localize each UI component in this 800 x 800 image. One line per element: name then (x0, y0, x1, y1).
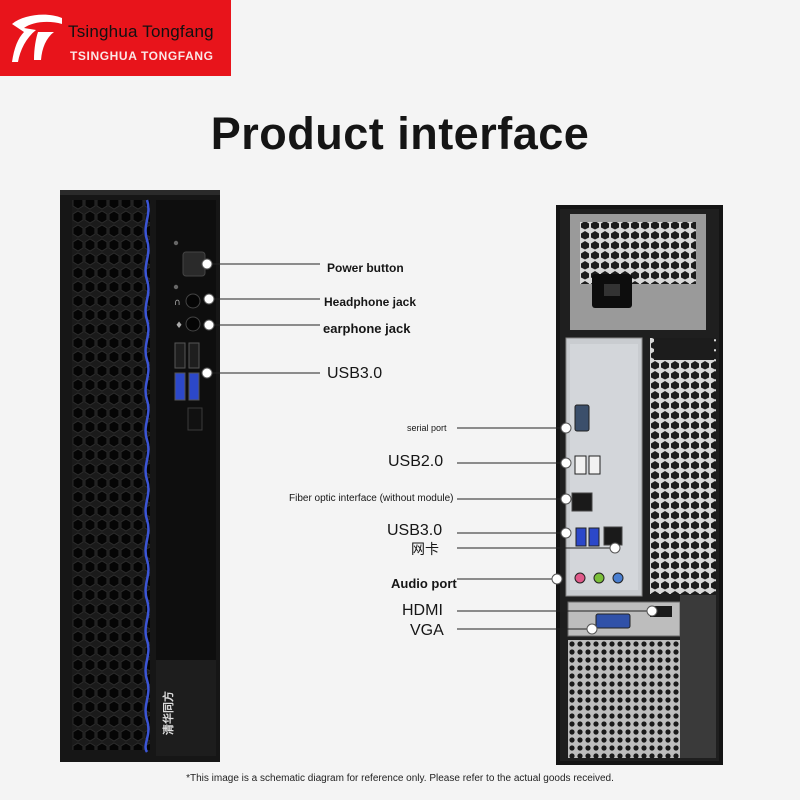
label-power-button: Power button (327, 261, 404, 275)
audio-port-pink (574, 572, 586, 584)
earphone-port (185, 316, 201, 332)
label-audio-port: Audio port (391, 576, 457, 591)
footnote: *This image is a schematic diagram for r… (186, 773, 614, 784)
rear-usb2-port-1 (574, 455, 587, 475)
front-usb-port-2 (188, 342, 200, 369)
logo-swoosh-icon (12, 14, 62, 62)
label-fiber-interface: Fiber optic interface (without module) (289, 493, 454, 504)
rear-usb3-port-2 (588, 527, 600, 547)
label-usb30-front: USB3.0 (327, 365, 383, 382)
brand-logo: Tsinghua Tongfang TSINGHUA TONGFANG (0, 0, 231, 76)
headphone-port (185, 293, 201, 309)
label-hdmi: HDMI (402, 602, 443, 619)
page-title: Product interface (210, 108, 590, 159)
hdmi-port (650, 606, 672, 617)
label-earphone-jack: earphone jack (323, 321, 411, 336)
audio-port-green (593, 572, 605, 584)
label-vga: VGA (410, 622, 444, 639)
front-usb-port-1 (174, 342, 186, 369)
front-usb3-port-1 (174, 372, 186, 401)
label-serial-port: serial port (407, 423, 447, 433)
audio-port-blue (612, 572, 624, 584)
mic-icon: ♦ (175, 321, 183, 331)
fiber-port (571, 492, 593, 512)
label-usb20: USB2.0 (388, 453, 444, 470)
headphone-icon: ∩ (174, 298, 181, 308)
label-usb30-rear: USB3.0 (387, 522, 443, 539)
front-mesh (72, 200, 150, 750)
front-usb3-port-2 (188, 372, 200, 401)
vga-port (595, 613, 631, 629)
tower-logo: 清华同方 (161, 691, 175, 735)
label-nic: 网卡 (411, 541, 439, 557)
blue-accent-line (144, 199, 150, 753)
rear-usb2-port-2 (588, 455, 601, 475)
brand-name-primary: Tsinghua Tongfang (68, 22, 214, 41)
label-headphone-jack: Headphone jack (324, 295, 417, 309)
rear-usb3-port-1 (575, 527, 587, 547)
lan-port (603, 526, 623, 546)
serial-port (574, 404, 590, 432)
brand-name-secondary: TSINGHUA TONGFANG (70, 49, 214, 63)
